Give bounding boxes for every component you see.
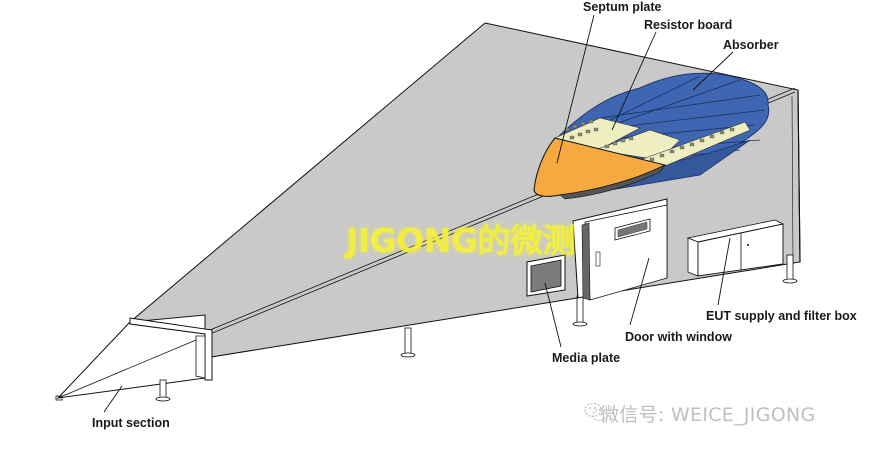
label-media-plate: Media plate (552, 351, 621, 365)
label-door-with-window: Door with window (625, 330, 732, 344)
door-with-window (572, 198, 668, 301)
watermark-account-id: 微信号: WEICE_JIGONG (600, 404, 816, 426)
septum-plate (533, 137, 667, 200)
label-eut-supply-filter-box: EUT supply and filter box (706, 309, 857, 323)
support-legs (155, 254, 798, 402)
label-septum-plate: Septum plate (583, 0, 662, 14)
label-absorber: Absorber (723, 38, 779, 52)
label-input-section: Input section (92, 416, 170, 430)
input-section (55, 317, 213, 401)
leader-lines (103, 14, 734, 413)
wechat-icon (584, 402, 608, 422)
label-resistor-board: Resistor board (644, 18, 733, 32)
eut-supply-filter-box (686, 219, 785, 277)
watermark-title: JIGONG的微测 (346, 221, 575, 260)
media-plate (526, 254, 566, 297)
